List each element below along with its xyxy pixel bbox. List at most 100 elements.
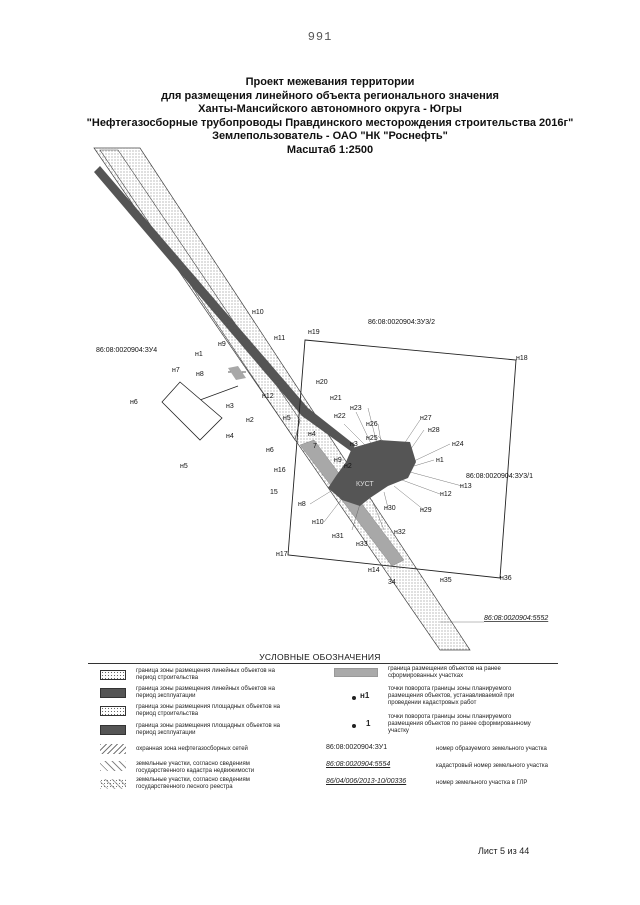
legend-code: 86/04/006/2013-10/00336 [326, 778, 407, 785]
legend-marker-label: н1 [360, 691, 370, 700]
scale-label: Масштаб 1:2500 [286, 143, 374, 156]
legend-text: граница зоны размещения линейных объекто… [136, 686, 275, 699]
point-label: н18 [516, 355, 528, 362]
point-label: н31 [332, 533, 344, 540]
sheet-number: Лист 5 из 44 [478, 846, 530, 856]
turning-point-marker [352, 724, 356, 728]
point-label: н10 [252, 309, 264, 316]
construction-zone-corridor [93, 147, 471, 651]
point-label: н24 [452, 441, 464, 448]
legend-text: точки поворота границы зоны планируемого… [388, 686, 515, 706]
point-label: н6 [266, 447, 274, 454]
legend-swatch-construction-area [100, 706, 126, 716]
well-pad [328, 440, 416, 506]
map-title-block: Проект межевания территории для размещен… [60, 76, 600, 157]
title-line: Проект межевания территории [245, 76, 415, 88]
parcel-zu4 [161, 381, 223, 441]
point-label: н19 [308, 329, 320, 336]
point-label: н9 [334, 457, 342, 464]
legend-text: земельные участки, согласно сведениям го… [136, 777, 250, 790]
turning-point-marker [352, 696, 356, 700]
legend-text: номер земельного участка в ГЛР [436, 780, 528, 786]
point-label: н12 [262, 393, 274, 400]
point-label: н4 [308, 431, 316, 438]
point-label: н20 [316, 379, 328, 386]
point-label: н3 [350, 441, 358, 448]
point-label: н2 [246, 417, 254, 424]
point-label: н17 [276, 551, 288, 558]
point-label: 7 [313, 443, 317, 450]
point-label: н21 [330, 395, 342, 402]
title-line: Ханты-Мансийского автономного округа - Ю… [198, 103, 462, 115]
legend-title: УСЛОВНЫЕ ОБОЗНАЧЕНИЯ [259, 652, 381, 662]
point-label: н13 [460, 483, 472, 490]
legend-text: кадастровый номер земельного участка [436, 763, 548, 769]
point-label: н10 [312, 519, 324, 526]
point-label: н4 [226, 433, 234, 440]
point-label: н8 [298, 501, 306, 508]
point-label: н16 [274, 467, 286, 474]
parcel-zu3 [287, 339, 517, 579]
legend-code: 86:08:0020904:5554 [326, 761, 391, 768]
point-label: н12 [440, 491, 452, 498]
point-label: н5 [283, 415, 291, 422]
parcel-label-zu3-2: 86:08:0020904:ЗУ3/2 [368, 319, 435, 326]
point-label: н36 [500, 575, 512, 582]
legend-divider [88, 663, 558, 664]
parcel-boundary [199, 385, 239, 401]
title-line: для размещения линейного объекта региона… [161, 89, 499, 102]
legend-swatch-cadastral-parcels [100, 761, 126, 771]
point-label: н9 [218, 341, 226, 348]
point-label: н30 [384, 505, 396, 512]
point-label: н8 [196, 371, 204, 378]
legend-swatch-forest-parcels [100, 779, 126, 789]
point-label: н1 [436, 457, 444, 464]
title-line: Землепользователь - ОАО "НК "Роснефть" [212, 130, 448, 142]
legend-marker-label: 1 [366, 719, 371, 728]
point-label: 15 [270, 489, 278, 496]
legend-text: номер образуемого земельного участка [436, 746, 547, 752]
cadastral-number-label: 86:08:0020904:5552 [484, 615, 548, 622]
point-label: н28 [428, 427, 440, 434]
point-label: н5 [180, 463, 188, 470]
legend-swatch-protection-zone [100, 744, 126, 754]
legend-swatch-operation-linear [100, 688, 126, 698]
parcel-label-zu4: 86:08:0020904:ЗУ4 [96, 347, 157, 354]
point-label: н14 [368, 567, 380, 574]
point-label: 34 [388, 579, 396, 586]
point-label: н32 [394, 529, 406, 536]
leader-lines [309, 407, 463, 531]
point-label: н25 [366, 435, 378, 442]
legend-text: граница зоны размещения линейных объекто… [136, 668, 275, 681]
legend-swatch-prior-formed [334, 668, 378, 677]
point-label: н29 [420, 507, 432, 514]
point-label: н2 [344, 463, 352, 470]
point-label: н27 [420, 415, 432, 422]
well-pad-label: КУСТ [356, 481, 374, 488]
pipeline-operation-zone [94, 166, 355, 452]
point-label: н23 [350, 405, 362, 412]
legend-text: охранная зона нефтегазосборных сетей [136, 746, 248, 752]
point-label: н7 [172, 367, 180, 374]
point-label: н6 [130, 399, 138, 406]
legend-swatch-construction-linear [100, 670, 126, 680]
title-line: "Нефтегазосборные трубопроводы Правдинск… [86, 116, 574, 129]
point-label: н33 [356, 541, 368, 548]
parcel-label-zu3-1: 86:08:0020904:ЗУ3/1 [466, 473, 533, 480]
legend-swatch-operation-area [100, 725, 126, 735]
prior-formed-parcel-strip [228, 366, 246, 380]
point-label: н22 [334, 413, 346, 420]
legend-text: земельные участки, согласно сведениям го… [136, 761, 255, 774]
point-label: н1 [195, 351, 203, 358]
point-label: н11 [274, 335, 285, 342]
construction-zone-strip [99, 149, 301, 441]
legend-text: граница зоны размещения площадных объект… [136, 704, 280, 717]
legend-code: 86:08:0020904:ЗУ1 [326, 744, 388, 751]
point-label: н26 [366, 421, 378, 428]
legend-text: граница размещения объектов на ранее сфо… [388, 666, 501, 679]
point-label: н35 [440, 577, 452, 584]
legend-text: граница зоны размещения площадных объект… [136, 723, 280, 736]
legend-text: точки поворота границы зоны планируемого… [388, 714, 531, 734]
point-label: н3 [226, 403, 234, 410]
